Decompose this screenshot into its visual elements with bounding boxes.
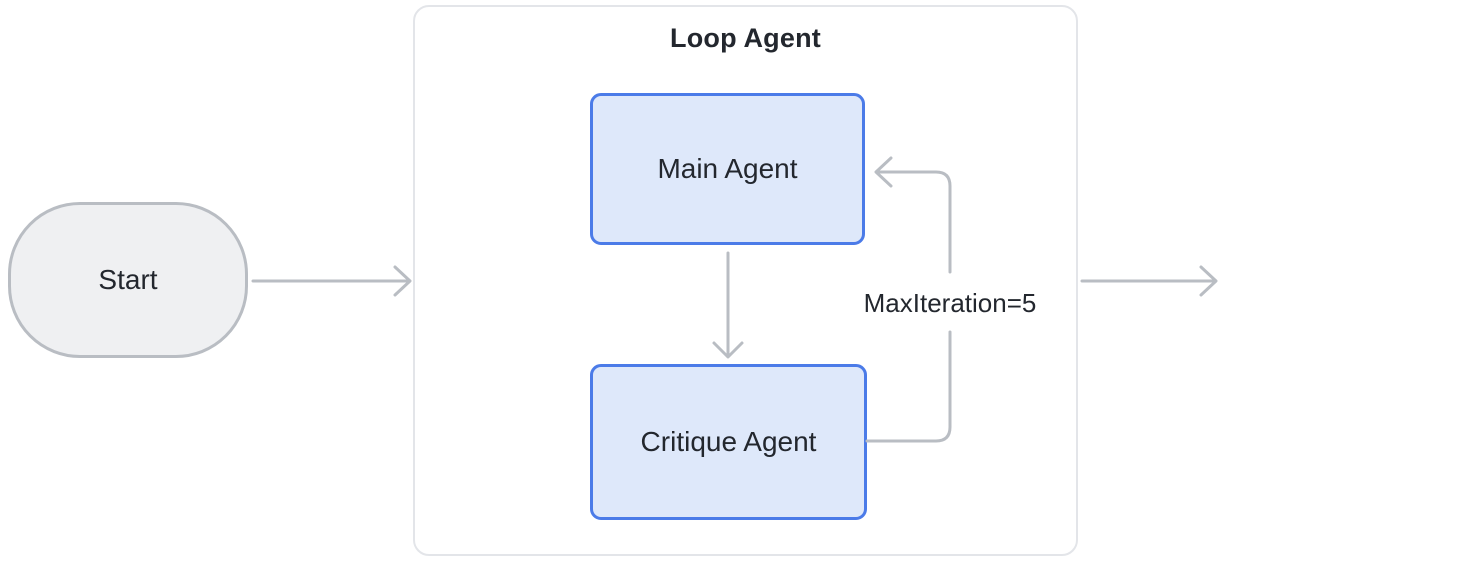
main-agent-label: Main Agent bbox=[657, 153, 798, 184]
main-agent-node: Main Agent bbox=[590, 93, 865, 245]
loop-agent-title: Loop Agent bbox=[670, 23, 821, 53]
edge-loop-to-end-arrowhead bbox=[1199, 265, 1218, 297]
start-node-label: Start bbox=[98, 264, 158, 295]
start-node: Start bbox=[8, 202, 248, 358]
critique-agent-label: Critique Agent bbox=[640, 426, 817, 457]
critique-agent-node: Critique Agent bbox=[590, 364, 867, 520]
loop-edge-label: MaxIteration=5 bbox=[863, 288, 1037, 318]
edge-start-to-loop-arrowhead bbox=[393, 265, 412, 297]
